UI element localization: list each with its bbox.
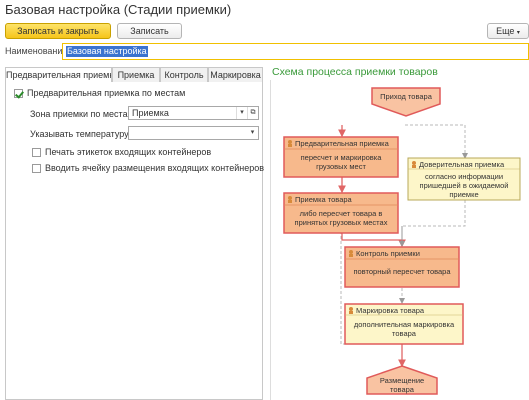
tab-preliminary[interactable]: Предварительная приемка [5, 67, 112, 83]
chevron-down-icon: ▾ [516, 30, 520, 36]
trust-text: согласно информации пришедшей в ожидаемо… [419, 172, 509, 199]
zone-label: Зона приемки по местам: [30, 109, 137, 119]
open-form-icon[interactable]: ⧉ [247, 107, 258, 119]
print-labels-checkbox[interactable] [32, 148, 41, 157]
tab-control[interactable]: Контроль [160, 67, 208, 83]
trust-title: Доверительная приемка [419, 160, 505, 169]
receive-title: Приемка товара [295, 195, 352, 204]
save-and-close-button[interactable]: Записать и закрыть [5, 23, 111, 39]
enter-cell-label: Вводить ячейку размещения входящих конте… [45, 163, 265, 173]
placement-label: Размещение товара [379, 376, 425, 394]
more-button[interactable]: Еще ▾ [487, 23, 529, 39]
zone-value: Приемка [132, 108, 169, 118]
tab-panel-preliminary: Предварительная приемка по местам Зона п… [5, 82, 265, 400]
enter-cell-checkbox[interactable] [32, 164, 41, 173]
settings-tabs: Предварительная приемка Приемка Контроль… [5, 67, 263, 83]
save-button[interactable]: Записать [117, 23, 182, 39]
prelim-text: пересчет и маркировка грузовых мест [300, 153, 382, 171]
tab-marking[interactable]: Маркировка [208, 67, 263, 83]
temperature-select[interactable]: ▾ [128, 126, 259, 140]
prelim-title: Предварительная приемка [295, 139, 389, 148]
scheme-area [270, 80, 529, 400]
name-label: Наименование: [5, 46, 70, 56]
more-label: Еще [496, 26, 515, 36]
chevron-down-icon[interactable]: ▾ [236, 107, 247, 119]
window-title: Базовая настройка (Стадии приемки) [5, 2, 232, 17]
arrival-label: Приход товара [380, 92, 432, 101]
print-labels-label: Печать этикеток входящих контейнеров [45, 147, 212, 157]
prelim-by-places-label: Предварительная приемка по местам [27, 88, 186, 98]
receive-text: либо пересчет товара в принятых грузовых… [294, 209, 388, 227]
name-value: Базовая настройка [66, 46, 148, 57]
prelim-by-places-checkbox[interactable] [14, 89, 23, 98]
temperature-label: Указывать температуру: [30, 129, 132, 139]
tab-receiving[interactable]: Приемка [112, 67, 160, 83]
marking-title: Маркировка товара [356, 306, 425, 315]
name-input[interactable]: Базовая настройка [62, 43, 529, 60]
zone-select[interactable]: Приемка ▾ ⧉ [128, 106, 259, 120]
marking-text: дополнительная маркировка товара [353, 320, 455, 338]
scheme-title: Схема процесса приемки товаров [272, 66, 438, 78]
chevron-down-icon[interactable]: ▾ [250, 129, 255, 136]
control-title: Контроль приемки [356, 249, 420, 258]
control-text: повторный пересчет товара [353, 267, 451, 276]
